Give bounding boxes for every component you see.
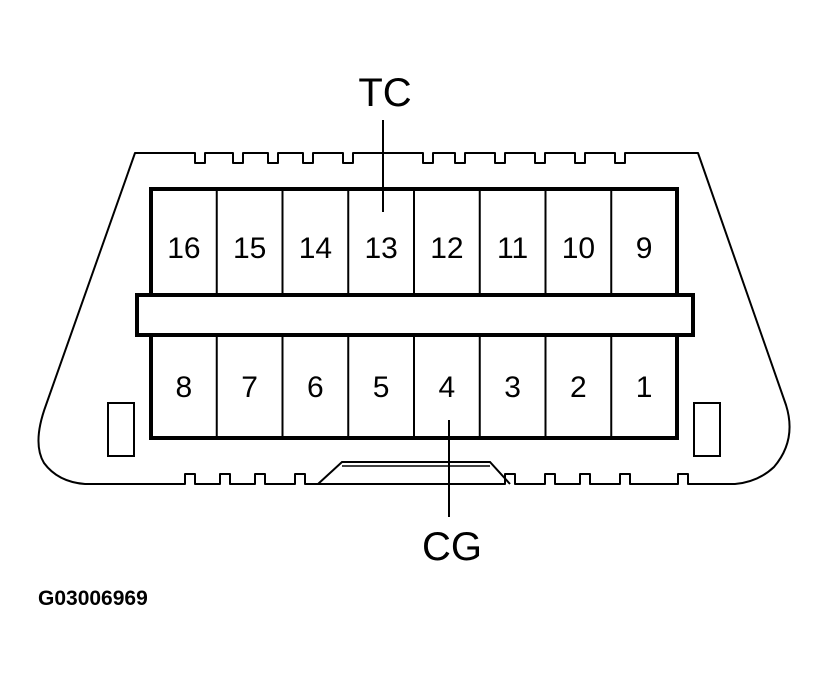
pin-label-12: 12 <box>430 232 463 265</box>
top-row-pin-labels: 16 15 14 13 12 11 10 9 <box>167 232 652 265</box>
pin-label-9: 9 <box>636 232 653 265</box>
pin-label-11: 11 <box>497 232 528 265</box>
pin-label-6: 6 <box>307 371 324 404</box>
pin-label-13: 13 <box>364 232 397 265</box>
pin-label-4: 4 <box>439 371 456 404</box>
cg-callout-label: CG <box>422 525 482 569</box>
pin-label-1: 1 <box>636 371 653 404</box>
pin-label-7: 7 <box>241 371 258 404</box>
connector-housing-outline <box>37 152 791 485</box>
keying-notch <box>317 461 511 485</box>
top-row-dividers <box>215 189 613 295</box>
left-latch-tab <box>107 402 135 457</box>
pin-label-14: 14 <box>299 232 332 265</box>
center-separator-bar <box>135 293 695 337</box>
pin-label-8: 8 <box>176 371 193 404</box>
bottom-row-dividers <box>215 335 613 438</box>
bottom-row-pin-labels: 8 7 6 5 4 3 2 1 <box>176 371 653 404</box>
pin-label-16: 16 <box>167 232 200 265</box>
pin-label-10: 10 <box>562 232 595 265</box>
pin-label-15: 15 <box>233 232 266 265</box>
pin-label-5: 5 <box>373 371 390 404</box>
figure-code-label: G03006969 <box>38 587 148 610</box>
pin-label-2: 2 <box>570 371 587 404</box>
pin-label-3: 3 <box>504 371 521 404</box>
right-latch-tab <box>693 402 721 457</box>
tc-callout-label: TC <box>358 71 411 115</box>
